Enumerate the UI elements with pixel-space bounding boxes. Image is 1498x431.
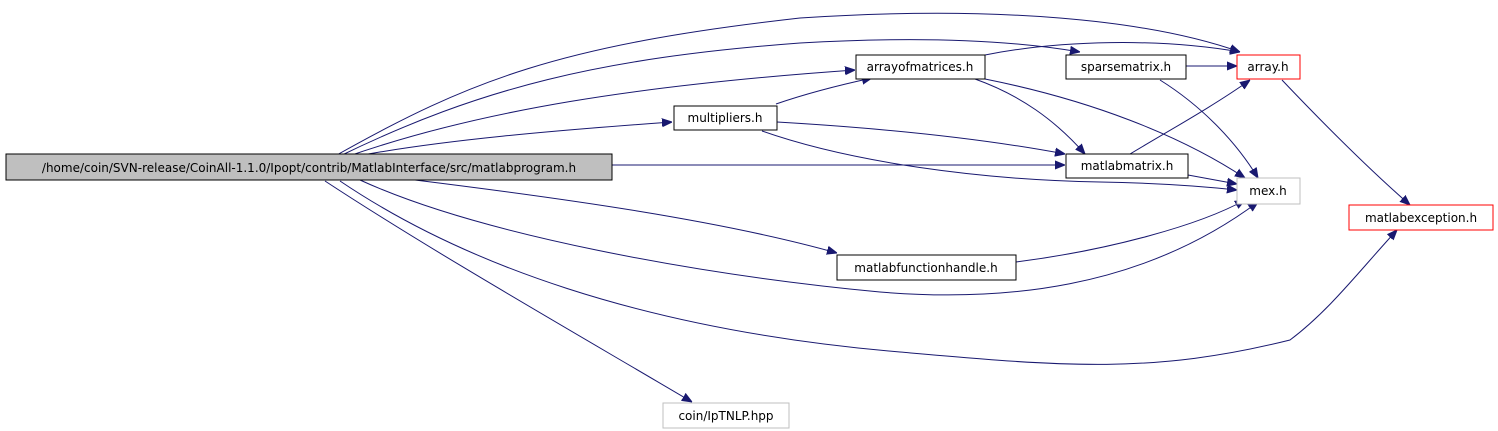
node-sparsematrix-label: sparsematrix.h bbox=[1081, 60, 1171, 74]
nodes: /home/coin/SVN-release/CoinAll-1.1.0/Ipo… bbox=[5, 54, 1494, 429]
node-matlabfunctionhandle-label: matlabfunctionhandle.h bbox=[854, 261, 997, 275]
node-multipliers-label: multipliers.h bbox=[688, 111, 763, 125]
edge-matlabmatrix-to-array bbox=[1129, 80, 1250, 155]
node-sparsematrix[interactable]: sparsematrix.h bbox=[1065, 54, 1187, 80]
node-matlabfunctionhandle[interactable]: matlabfunctionhandle.h bbox=[836, 254, 1017, 281]
node-iptnlp[interactable]: coin/IpTNLP.hpp bbox=[662, 402, 790, 429]
edge-root-to-array bbox=[334, 12, 1240, 157]
node-matlabexception[interactable]: matlabexception.h bbox=[1348, 204, 1494, 231]
node-mex-label: mex.h bbox=[1249, 184, 1286, 198]
node-matlabmatrix-label: matlabmatrix.h bbox=[1081, 159, 1174, 173]
edge-matlabfunctionhandle-to-mex bbox=[1015, 200, 1245, 263]
edge-root-to-matlabexception bbox=[339, 180, 1397, 365]
node-root-label: /home/coin/SVN-release/CoinAll-1.1.0/Ipo… bbox=[42, 161, 576, 175]
node-arrayofmatrices-label: arrayofmatrices.h bbox=[867, 60, 974, 74]
edge-array-to-matlabexception bbox=[1281, 79, 1410, 205]
node-mex[interactable]: mex.h bbox=[1236, 177, 1301, 205]
edge-root-to-arrayofmatrices bbox=[345, 70, 855, 158]
edge-root-to-matlabfunctionhandle bbox=[414, 179, 837, 253]
node-array-label: array.h bbox=[1247, 60, 1288, 74]
edge-root-to-sparsematrix bbox=[339, 39, 1080, 157]
edge-multipliers-to-mex bbox=[761, 130, 1237, 190]
node-root[interactable]: /home/coin/SVN-release/CoinAll-1.1.0/Ipo… bbox=[5, 153, 613, 181]
edge-arrayofmatrices-to-mex bbox=[984, 78, 1245, 178]
edge-multipliers-to-arrayofmatrices bbox=[775, 78, 872, 105]
edge-root-to-iptnlp bbox=[324, 180, 692, 402]
node-multipliers[interactable]: multipliers.h bbox=[673, 105, 778, 131]
node-matlabexception-label: matlabexception.h bbox=[1365, 211, 1477, 225]
edge-arrayofmatrices-to-array bbox=[984, 42, 1240, 56]
edge-sparsematrix-to-mex bbox=[1159, 79, 1258, 178]
edge-arrayofmatrices-to-matlabmatrix bbox=[974, 78, 1085, 154]
edge-root-to-multipliers bbox=[351, 122, 672, 158]
edge-matlabmatrix-to-mex bbox=[1187, 174, 1237, 184]
edge-root-to-mex bbox=[359, 179, 1258, 296]
node-arrayofmatrices[interactable]: arrayofmatrices.h bbox=[855, 54, 986, 80]
edge-multipliers-to-matlabmatrix bbox=[776, 121, 1065, 154]
node-array[interactable]: array.h bbox=[1236, 54, 1301, 80]
node-iptnlp-label: coin/IpTNLP.hpp bbox=[678, 409, 773, 423]
node-matlabmatrix[interactable]: matlabmatrix.h bbox=[1065, 153, 1189, 179]
edges bbox=[324, 12, 1410, 402]
